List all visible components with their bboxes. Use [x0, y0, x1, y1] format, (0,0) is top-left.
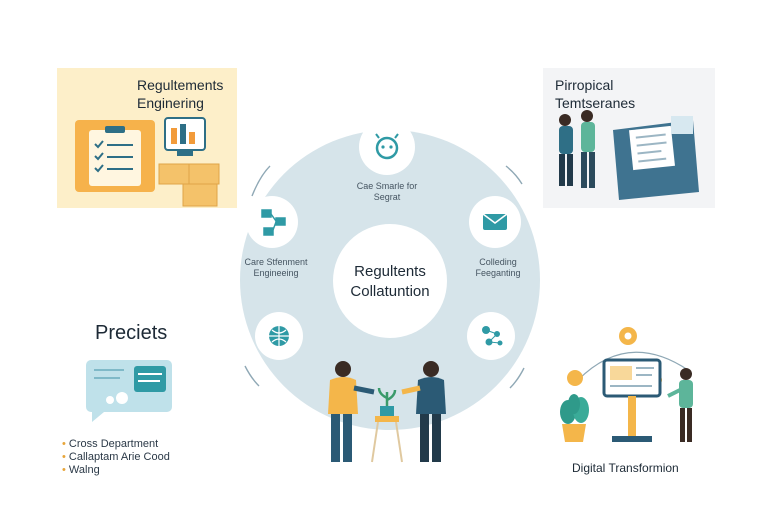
tropical-title-line1: Pirropical [555, 77, 614, 93]
center-label-line1: Regultents [354, 263, 426, 280]
digital-transformation-illustration [560, 327, 693, 442]
tropical-title-line2: Temtseranes [555, 95, 636, 111]
tropical-panel: Pirropical Temtseranes [543, 68, 715, 208]
standing-person-icon [667, 368, 693, 442]
node-top-circle [359, 119, 415, 175]
globe-icon [269, 326, 289, 346]
node-top-label: Cae Smarle for Segrat [337, 181, 437, 203]
arrow-top-left-icon [251, 165, 271, 197]
potted-plant-icon [560, 394, 589, 442]
center-label: Regultents Collatuntion [330, 262, 450, 302]
bullet-item: Cross Department [62, 438, 170, 451]
tropical-panel-title: Pirropical Temtseranes [555, 76, 635, 112]
plant-table-icon [371, 387, 403, 463]
presentation-illustration [559, 110, 699, 200]
bullet-item: Walng [62, 464, 170, 477]
person-amber-icon [328, 361, 375, 462]
requirements-engineering-panel: Regultements Enginering [57, 68, 237, 208]
bullet-item: Callaptam Arie Cood [62, 451, 170, 464]
requirements-engineering-title: Regultements Enginering [137, 76, 223, 112]
person-left-icon [559, 114, 573, 186]
center-label-line2: Collatuntion [350, 283, 430, 300]
center-circle [333, 224, 447, 338]
arrow-bottom-right-icon [509, 367, 525, 389]
digital-transformation-label: Digital Transformion [572, 461, 679, 475]
arrow-bottom-left-icon [244, 365, 260, 387]
projects-bullet-list: Cross Department Callaptam Arie Cood Wal… [62, 438, 170, 477]
chat-window-illustration [86, 360, 172, 422]
projects-title: Preciets [95, 322, 168, 344]
flowchart-icon [261, 209, 286, 236]
cycle-arrows [244, 165, 525, 389]
requirements-title-line1: Regultements [137, 77, 224, 93]
node-left-label-line2: Engineeing [253, 268, 299, 278]
person-right-icon [581, 110, 595, 188]
person-navy-icon [401, 361, 446, 462]
node-right-label: Colleding Feeganting [448, 257, 548, 279]
envelope-icon [482, 213, 508, 230]
boxes-icon [158, 163, 220, 207]
node-right-label-line2: Feeganting [475, 268, 521, 278]
node-left-label-line1: Care Stfenment [244, 257, 308, 267]
node-left-label: Care Stfenment Engineeing [226, 257, 326, 279]
checklist-icon [94, 140, 133, 173]
robot-icon [375, 133, 399, 160]
node-bottom-right-circle [467, 312, 515, 360]
arrow-top-right-icon [505, 165, 523, 185]
collaborating-people-illustration [328, 361, 446, 463]
node-right-label-line1: Colleding [479, 257, 517, 267]
node-left-circle [246, 196, 298, 248]
coin-icon [567, 370, 583, 386]
requirements-title-line2: Enginering [137, 95, 204, 111]
requirements-illustration [75, 117, 220, 207]
node-top-label-line2: Segrat [373, 192, 401, 202]
network-icon [482, 326, 503, 346]
node-top-label-line1: Cae Smarle for [356, 181, 418, 191]
